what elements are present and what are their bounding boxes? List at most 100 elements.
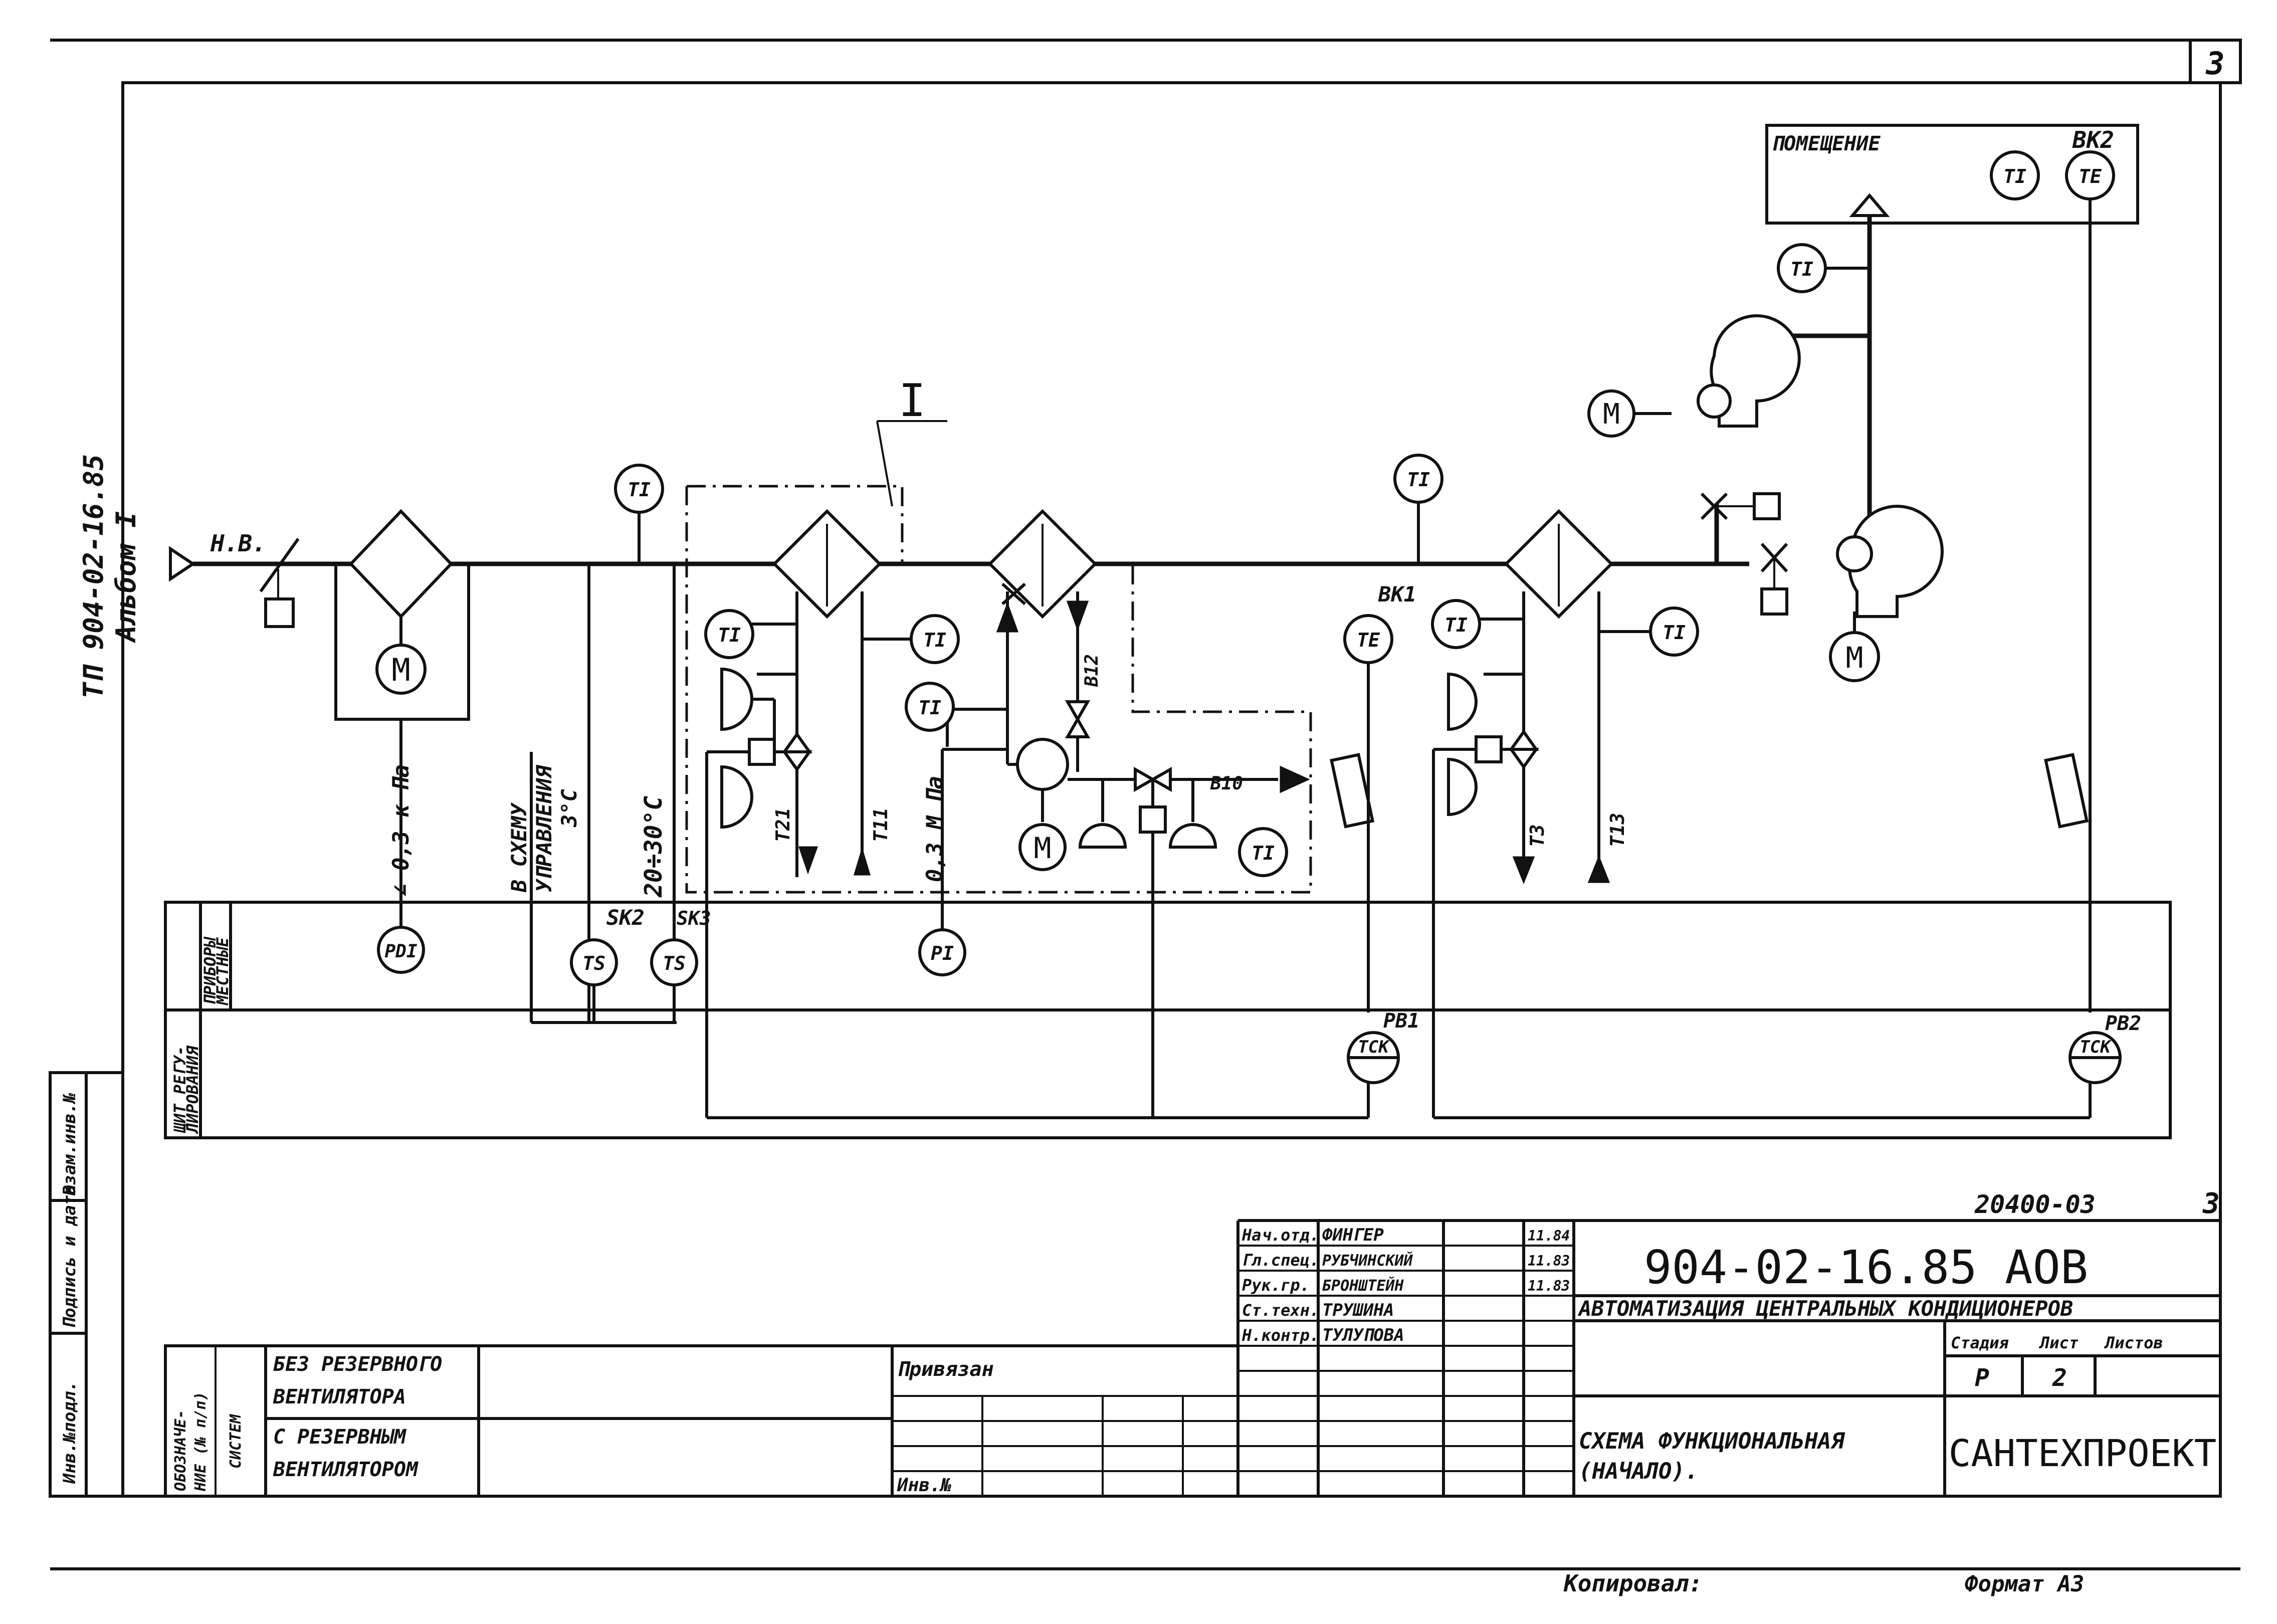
setpoint-scheme-3: 3°С [557, 789, 581, 828]
ti-duct-2-label: TI [1407, 469, 1430, 491]
corner-sheet-number: 3 [2205, 45, 2224, 82]
pi-label: PI [931, 942, 954, 964]
tck-pb1 [1347, 1031, 1400, 1084]
t21-label: T21 [772, 807, 794, 842]
system-designation-table [164, 1344, 894, 1498]
ts-sk3 [650, 564, 698, 1023]
te-bk1 [1343, 614, 1393, 1012]
main-fan [1760, 505, 1944, 682]
outside-air-label: Н.В. [210, 530, 266, 557]
field-header-2: МЕСТНЫЕ [213, 937, 232, 1005]
b10-label: B10 [1210, 773, 1243, 794]
ti-duct-1 [614, 464, 664, 564]
field-header-1: ПРИБОРЫ [200, 936, 220, 1005]
pdi-label: PDI [384, 941, 417, 962]
signature-role: Ст.техн. [1242, 1301, 1319, 1320]
signature-role: Рук.гр. [1242, 1276, 1310, 1295]
setpoint-scheme-1: В СХЕМУ [507, 802, 531, 893]
main-fan-motor-label: M [1846, 641, 1864, 675]
pb2-label: PB2 [2105, 1012, 2141, 1035]
designation-header-3: СИСТЕМ [227, 1414, 245, 1469]
signature-role: Гл.спец. [1242, 1251, 1319, 1270]
te-bk1-label: TE [1357, 629, 1380, 651]
section-marker: I [899, 374, 926, 427]
bound-label: Привязан [897, 1358, 994, 1381]
shield-header-1: ЩИТ РЕГУ- [170, 1046, 189, 1133]
sheet-header: Лист [2038, 1333, 2079, 1352]
heater-1-return-arrow [798, 846, 818, 875]
ts-sk3-label: TS [663, 952, 686, 974]
margin-album-code: ТП 904-02-16.85 [78, 454, 109, 699]
sk2-label: SK2 [606, 905, 645, 930]
system-row-1-line-1: БЕЗ РЕЗЕРВНОГО [273, 1353, 442, 1376]
margin-album-number: Альбом I [110, 511, 142, 643]
sk3-label: SK3 [677, 907, 711, 929]
outside-air-inlet-icon [169, 546, 196, 582]
signature-date: 11.84 [1528, 1228, 1570, 1244]
system-row-1-line-2: ВЕНТИЛЯТОРА [273, 1385, 406, 1408]
signature-date: 11.83 [1528, 1278, 1570, 1294]
sheet-number-small: 3 [2202, 1187, 2220, 1220]
heater-3-return-arrow [1512, 856, 1535, 885]
ti-pump [905, 682, 955, 732]
ts-sk2 [530, 564, 677, 1024]
setpoint-dp: ∠ 0,3 к Па [388, 764, 414, 897]
ti-pump-label: TI [918, 697, 941, 719]
room-label: ПОМЕЩЕНИЕ [1772, 132, 1881, 155]
pump-supply-arrow [996, 601, 1019, 633]
inv-label: Инв.№ [897, 1475, 952, 1496]
copied-label: Копировал: [1563, 1570, 1703, 1597]
signature-rows: Нач.отд. ФИНГЕР 11.84 Гл.спец. РУБЧИНСКИ… [1241, 1225, 1570, 1345]
tck-pb2-label: TCK [2080, 1037, 2112, 1057]
sheet-title-line-1: СХЕМА ФУНКЦИОНАЛЬНАЯ [1579, 1429, 1845, 1454]
tck-pb2 [2068, 1031, 2122, 1084]
sheets-header: Листов [2104, 1333, 2163, 1352]
sheet-value: 2 [2052, 1364, 2067, 1392]
signature-role: Н.контр. [1241, 1326, 1319, 1345]
pdi-gauge [377, 719, 425, 974]
doc-title: АВТОМАТИЗАЦИЯ ЦЕНТРАЛЬНЫХ КОНДИЦИОНЕРОВ [1577, 1296, 2073, 1321]
ti-heater3-right [1649, 606, 1699, 657]
b10-arrow [1280, 765, 1310, 793]
system-row-2-line-2: ВЕНТИЛЯТОРОМ [273, 1458, 419, 1481]
heater-2 [941, 509, 1278, 1118]
signature-name: ТРУШИНА [1322, 1300, 1394, 1320]
pi-gauge [918, 917, 966, 976]
ti-b10-label: TI [1252, 842, 1275, 864]
signature-name: БРОНШТЕЙН [1322, 1277, 1404, 1295]
reserve-fan-motor-label: M [1603, 398, 1620, 431]
ti-room-label: TI [2003, 165, 2026, 187]
te-room [2065, 150, 2115, 1012]
te-room-label: TE [2079, 165, 2102, 187]
designation-header-1: ОБОЗНАЧЕ- [172, 1409, 189, 1491]
left-margin-stamp: Инв.№подл. Подпись и дата Взам.инв.№ [49, 1071, 124, 1498]
room-tag: BK2 [2072, 126, 2114, 153]
ti-heater3-left [1431, 599, 1481, 649]
heater-1-supply-arrow [853, 847, 871, 876]
doc-code: 904-02-16.85 АОВ [1644, 1241, 2088, 1294]
supply-air-outlet-arrow [1849, 193, 1890, 217]
filter-motor-label: M [391, 652, 410, 688]
designation-header-2: НИЕ (№ п/п) [192, 1391, 210, 1492]
section-marker-leader-2 [876, 421, 893, 507]
format-label: Формат А3 [1965, 1571, 2084, 1597]
air-duct [193, 206, 1872, 566]
reserve-fan [1587, 314, 1801, 520]
t3-label: T3 [1526, 824, 1548, 847]
ti-supply [1777, 243, 1870, 293]
ti-heater1-right [910, 614, 960, 664]
panel-marker-1 [1330, 753, 1375, 829]
signature-date: 11.83 [1528, 1253, 1570, 1269]
signature-name: РУБЧИНСКИЙ [1322, 1252, 1413, 1270]
ti-heater3-left-label: TI [1444, 614, 1468, 636]
section-one-boundary [685, 485, 1312, 894]
instrument-bands [164, 901, 2172, 1139]
stage-value: Р [1975, 1364, 1989, 1392]
t11-label: T11 [870, 807, 892, 842]
panel-marker-2 [2044, 753, 2089, 829]
sheet-frame [50, 39, 2242, 1570]
ti-b10 [1238, 827, 1288, 877]
signature-name: ФИНГЕР [1322, 1225, 1384, 1245]
margin-col-signature: Подпись и дата [60, 1184, 80, 1328]
